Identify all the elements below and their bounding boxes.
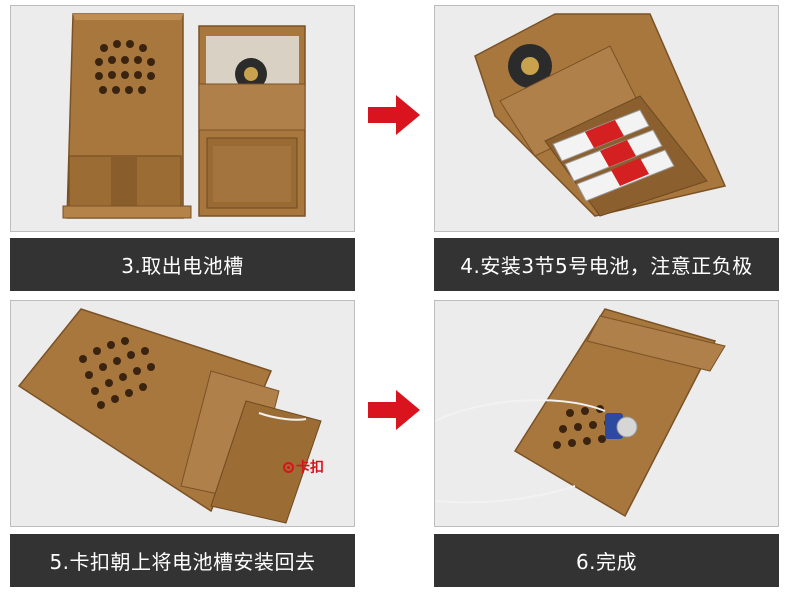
caption-step6: 6.完成: [434, 534, 779, 587]
photo-step4-install-batteries: [434, 5, 779, 232]
photo-step6-finished: [434, 300, 779, 527]
target-icon: [283, 461, 294, 473]
photo-step3-remove-battery-tray: [10, 5, 355, 232]
clip-label: 卡扣: [296, 460, 324, 476]
caption-step4: 4.安装3节5号电池，注意正负极: [434, 238, 779, 291]
clip-annotation: 卡扣: [283, 457, 324, 477]
photo-step5-reinsert-battery-tray: 卡扣: [10, 300, 355, 527]
arrow-right-icon: [368, 95, 420, 135]
caption-step5: 5.卡扣朝上将电池槽安装回去: [10, 534, 355, 587]
arrow-right-icon: [368, 390, 420, 430]
caption-step3: 3.取出电池槽: [10, 238, 355, 291]
